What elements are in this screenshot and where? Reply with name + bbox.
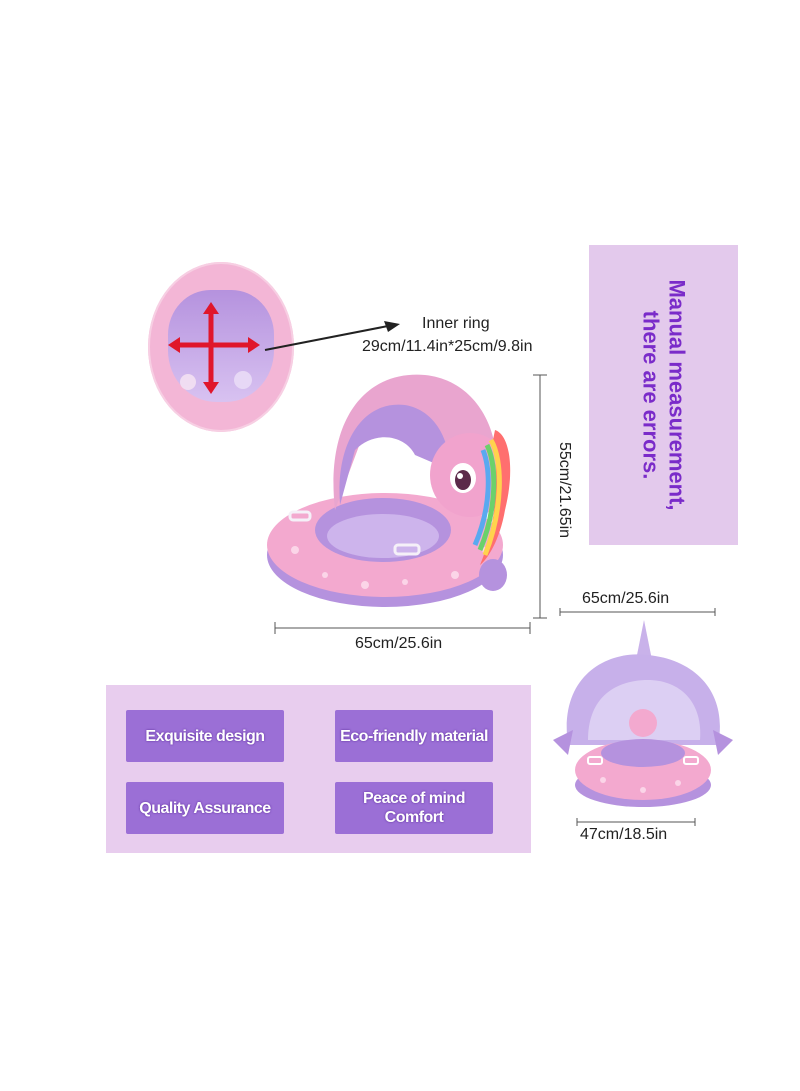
main-float-image <box>267 374 511 607</box>
note-panel <box>589 245 738 545</box>
pointer-arrow-icon <box>264 321 400 351</box>
feature-badge: Quality Assurance <box>126 782 284 834</box>
main-width-label: 65cm/25.6in <box>355 635 443 652</box>
feature-badge: Exquisite design <box>126 710 284 762</box>
note-line-2: there are errors. <box>638 310 664 480</box>
side-bottom-width-label: 47cm/18.5in <box>580 826 668 843</box>
side-dimension-lines <box>559 608 716 826</box>
inner-ring-size: 29cm/11.4in*25cm/9.8in <box>362 338 533 355</box>
feature-badge: Peace of mind Comfort <box>335 782 493 834</box>
main-height-label: 55cm/21.65in <box>556 441 573 539</box>
note-line-1: Manual measurement, <box>664 279 690 511</box>
note-text: Manual measurement, there are errors. <box>638 279 690 510</box>
side-top-width-label: 65cm/25.6in <box>582 590 670 607</box>
inner-ring-title: Inner ring <box>422 315 490 332</box>
inner-ring-size-arrows <box>168 302 260 394</box>
side-float-image <box>553 620 733 807</box>
main-dimension-lines <box>274 374 547 634</box>
feature-badge: Eco-friendly material <box>335 710 493 762</box>
